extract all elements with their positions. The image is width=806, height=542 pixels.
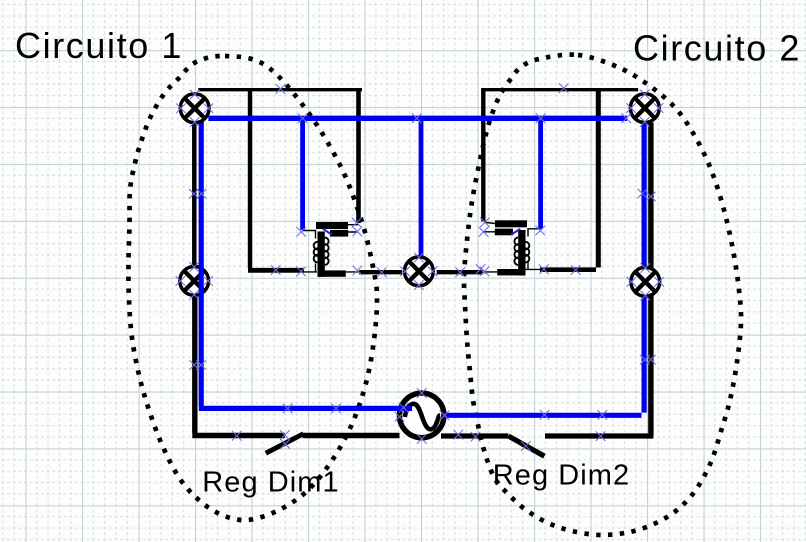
svg-text:Reg Dim1: Reg Dim1: [202, 467, 339, 499]
svg-text:Circuito 1: Circuito 1: [15, 25, 183, 66]
svg-text:Reg Dim2: Reg Dim2: [493, 460, 630, 492]
svg-text:Circuito 2: Circuito 2: [633, 27, 801, 68]
